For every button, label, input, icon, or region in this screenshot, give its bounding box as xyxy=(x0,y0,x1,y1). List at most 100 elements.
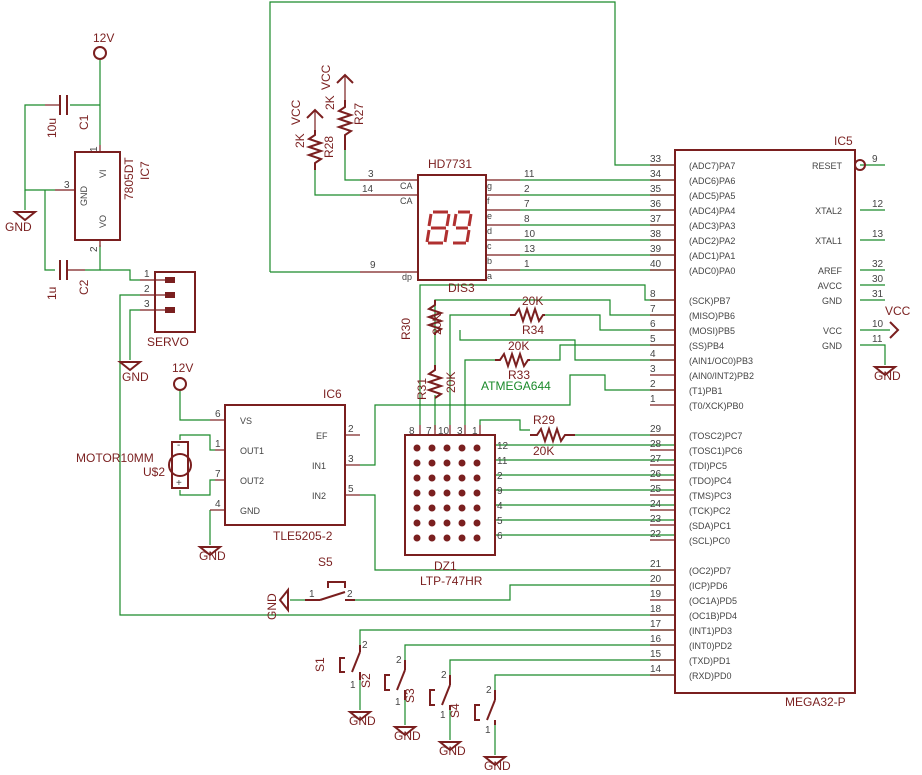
led-dot xyxy=(443,534,451,542)
svg-text:VCC: VCC xyxy=(319,64,333,90)
mcu-pin-number: 21 xyxy=(650,559,662,570)
mcu-pin-label: (SCK)PB7 xyxy=(689,296,731,306)
mcu-pin-number: 7 xyxy=(650,304,656,315)
led-dot xyxy=(428,534,436,542)
svg-text:DZ1: DZ1 xyxy=(434,559,457,573)
switch-s3: S3 2 1 xyxy=(403,670,451,721)
capacitor-c2: 1u C2 xyxy=(45,260,91,300)
svg-text:1: 1 xyxy=(144,269,150,280)
vcc-symbol-r28: VCC xyxy=(289,99,324,130)
mcu-pin-number: 12 xyxy=(872,199,884,210)
mcu-pin-label: (RXD)PD0 xyxy=(689,671,732,681)
svg-text:IC6: IC6 xyxy=(323,387,342,401)
led-dot xyxy=(473,459,481,467)
microcontroller-ic5: IC5 MEGA32-P xyxy=(674,134,866,709)
svg-text:6: 6 xyxy=(497,531,503,542)
svg-text:MEGA32-P: MEGA32-P xyxy=(785,695,846,709)
segment-glyph-icon xyxy=(425,210,473,245)
svg-text:1: 1 xyxy=(472,426,478,437)
mcu-pin-number: 30 xyxy=(872,274,884,285)
mcu-pin-number: 14 xyxy=(650,664,662,675)
mcu-pin-number: 6 xyxy=(650,319,656,330)
mcu-pin-number: 13 xyxy=(872,229,884,240)
mcu-pin-number: 5 xyxy=(650,334,656,345)
led-dot xyxy=(443,504,451,512)
svg-text:1u: 1u xyxy=(45,287,59,300)
svg-text:LTP-747HR: LTP-747HR xyxy=(420,574,483,588)
svg-text:11: 11 xyxy=(524,169,535,180)
svg-text:GND: GND xyxy=(394,729,421,743)
svg-text:12V: 12V xyxy=(93,31,114,45)
svg-text:3: 3 xyxy=(368,169,374,180)
switch-s1: S1 2 1 xyxy=(313,640,368,691)
mcu-pin-number: 18 xyxy=(650,604,662,615)
svg-text:2: 2 xyxy=(144,284,150,295)
svg-text:20K: 20K xyxy=(533,444,554,458)
svg-text:IC5: IC5 xyxy=(834,134,853,148)
mcu-pin-number: 22 xyxy=(650,529,662,540)
svg-text:SERVO: SERVO xyxy=(147,335,189,349)
svg-text:f: f xyxy=(487,196,490,206)
svg-text:8: 8 xyxy=(524,214,530,225)
vcc-symbol-mcu: VCC xyxy=(885,304,911,339)
gnd-symbol-s5: GND xyxy=(265,587,289,620)
mcu-pin-label: (INT1)PD3 xyxy=(689,626,732,636)
svg-text:2: 2 xyxy=(441,670,447,681)
resistor-r28: 2K R28 xyxy=(293,130,336,170)
svg-text:a: a xyxy=(487,271,492,281)
led-dot xyxy=(428,474,436,482)
svg-text:DIS3: DIS3 xyxy=(448,281,475,295)
gnd-symbol-s2: GND xyxy=(392,726,421,743)
mcu-pin-label: (ICP)PD6 xyxy=(689,581,728,591)
mcu-pin-number: 1 xyxy=(650,394,656,405)
mcu-pin-label: (OC1A)PD5 xyxy=(689,596,737,606)
svg-text:1: 1 xyxy=(215,439,221,450)
mcu-pin-label: XTAL2 xyxy=(815,206,842,216)
svg-text:d: d xyxy=(487,226,492,236)
led-dot xyxy=(473,474,481,482)
mcu-pin-number: 4 xyxy=(650,349,656,360)
gnd-symbol-s3: GND xyxy=(437,741,466,758)
svg-text:2: 2 xyxy=(396,655,402,666)
mcu-pin-number: 3 xyxy=(650,364,656,375)
svg-text:MOTOR10MM: MOTOR10MM xyxy=(76,451,154,465)
mcu-pin-label: (SS)PB4 xyxy=(689,341,724,351)
svg-text:7: 7 xyxy=(426,426,432,437)
svg-text:VI: VI xyxy=(98,169,108,178)
svg-text:20K: 20K xyxy=(444,372,458,393)
mcu-pin-label: (TDI)PC5 xyxy=(689,461,727,471)
svg-text:4: 4 xyxy=(497,501,503,512)
mcu-pin-label: (ADC7)PA7 xyxy=(689,161,735,171)
svg-text:11: 11 xyxy=(497,456,508,467)
mcu-pin-label: (SDA)PC1 xyxy=(689,521,731,531)
mcu-pin-number: 31 xyxy=(872,289,884,300)
resistor-r30: R30 20K xyxy=(399,300,445,340)
mcu-pin-number: 24 xyxy=(650,499,662,510)
led-dot xyxy=(428,489,436,497)
svg-text:VCC: VCC xyxy=(885,304,911,318)
svg-text:C2: C2 xyxy=(77,279,91,295)
svg-text:CA: CA xyxy=(400,181,413,191)
led-dot xyxy=(443,459,451,467)
mcu-pin-number: 2 xyxy=(650,379,656,390)
led-dot xyxy=(443,489,451,497)
svg-text:S5: S5 xyxy=(318,555,333,569)
mcu-pin-number: 16 xyxy=(650,634,662,645)
mcu-pin-number: 39 xyxy=(650,244,662,255)
mcu-pin-label: (MOSI)PB5 xyxy=(689,326,735,336)
svg-text:14: 14 xyxy=(362,184,374,195)
svg-text:1: 1 xyxy=(524,259,530,270)
mcu-pin-label: RESET xyxy=(812,161,843,171)
svg-text:20K: 20K xyxy=(522,294,543,308)
mcu-pin-label: AVCC xyxy=(818,281,843,291)
led-dot xyxy=(458,474,466,482)
svg-text:R27: R27 xyxy=(352,103,366,125)
mcu-pin-label: (MISO)PB6 xyxy=(689,311,735,321)
gnd-symbol-s1: GND xyxy=(347,711,376,728)
svg-text:2: 2 xyxy=(486,685,492,696)
svg-text:5: 5 xyxy=(497,516,503,527)
svg-text:20K: 20K xyxy=(430,314,444,335)
led-dot xyxy=(458,519,466,527)
servo-connector: 1 2 3 SERVO xyxy=(140,269,196,349)
